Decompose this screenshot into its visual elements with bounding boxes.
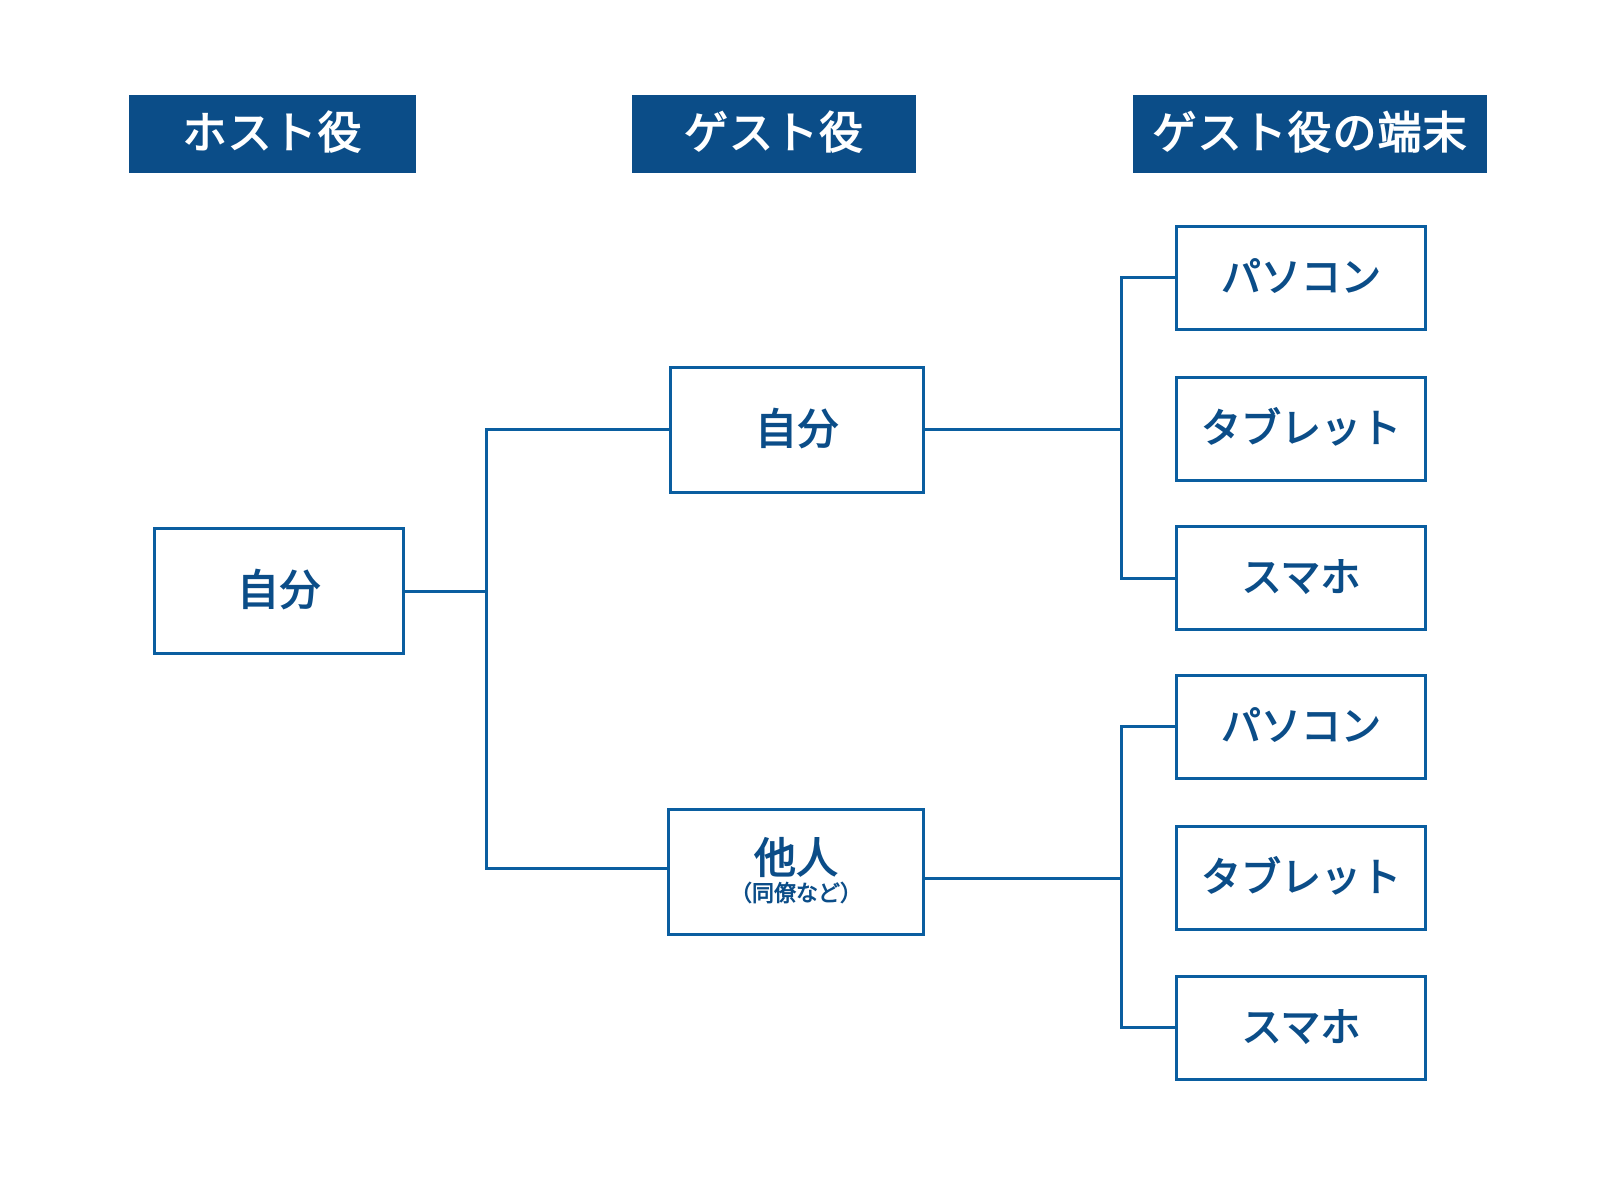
connector-to-device-a-phone — [1120, 577, 1177, 580]
column-header-guest: ゲスト役 — [632, 95, 916, 173]
node-device-b-phone[interactable]: スマホ — [1175, 975, 1427, 1081]
column-header-guest-label: ゲスト役 — [684, 108, 864, 159]
node-device-a-tablet-label: タブレット — [1201, 406, 1401, 452]
connector-guest-other-stub — [925, 877, 1123, 880]
connector-host-stub — [405, 590, 487, 593]
node-guest-self[interactable]: 自分 — [669, 366, 925, 494]
column-header-guest-devices-label: ゲスト役の端末 — [1152, 108, 1468, 159]
node-device-b-phone-label: スマホ — [1241, 1005, 1361, 1051]
node-device-b-tablet-label: タブレット — [1201, 855, 1401, 901]
connector-guest-self-stub — [925, 428, 1123, 431]
node-device-a-phone[interactable]: スマホ — [1175, 525, 1427, 631]
node-host-self[interactable]: 自分 — [153, 527, 405, 655]
node-guest-other-note: （同僚など） — [729, 881, 862, 907]
node-device-b-pc-label: パソコン — [1221, 704, 1381, 750]
node-device-b-pc[interactable]: パソコン — [1175, 674, 1427, 780]
column-header-guest-devices: ゲスト役の端末 — [1133, 95, 1487, 173]
node-host-self-label: 自分 — [236, 565, 321, 615]
column-header-host-label: ホスト役 — [182, 108, 363, 159]
node-guest-self-label: 自分 — [754, 404, 839, 454]
connector-to-guest-other — [485, 867, 669, 870]
connector-to-device-b-pc — [1120, 725, 1177, 728]
node-guest-other-label: 他人 — [753, 833, 838, 883]
connector-to-device-a-pc — [1120, 276, 1177, 279]
connector-host-split-spine — [485, 428, 488, 870]
connector-device-group-b-spine — [1120, 725, 1123, 1029]
node-device-b-tablet[interactable]: タブレット — [1175, 825, 1427, 931]
node-device-a-pc-label: パソコン — [1221, 255, 1381, 301]
node-guest-other[interactable]: 他人 （同僚など） — [667, 808, 925, 936]
connector-to-guest-self — [485, 428, 671, 431]
node-device-a-phone-label: スマホ — [1241, 555, 1361, 601]
column-header-host: ホスト役 — [129, 95, 416, 173]
node-device-a-pc[interactable]: パソコン — [1175, 225, 1427, 331]
connector-device-group-a-spine — [1120, 276, 1123, 580]
connector-to-device-b-phone — [1120, 1026, 1177, 1029]
node-device-a-tablet[interactable]: タブレット — [1175, 376, 1427, 482]
